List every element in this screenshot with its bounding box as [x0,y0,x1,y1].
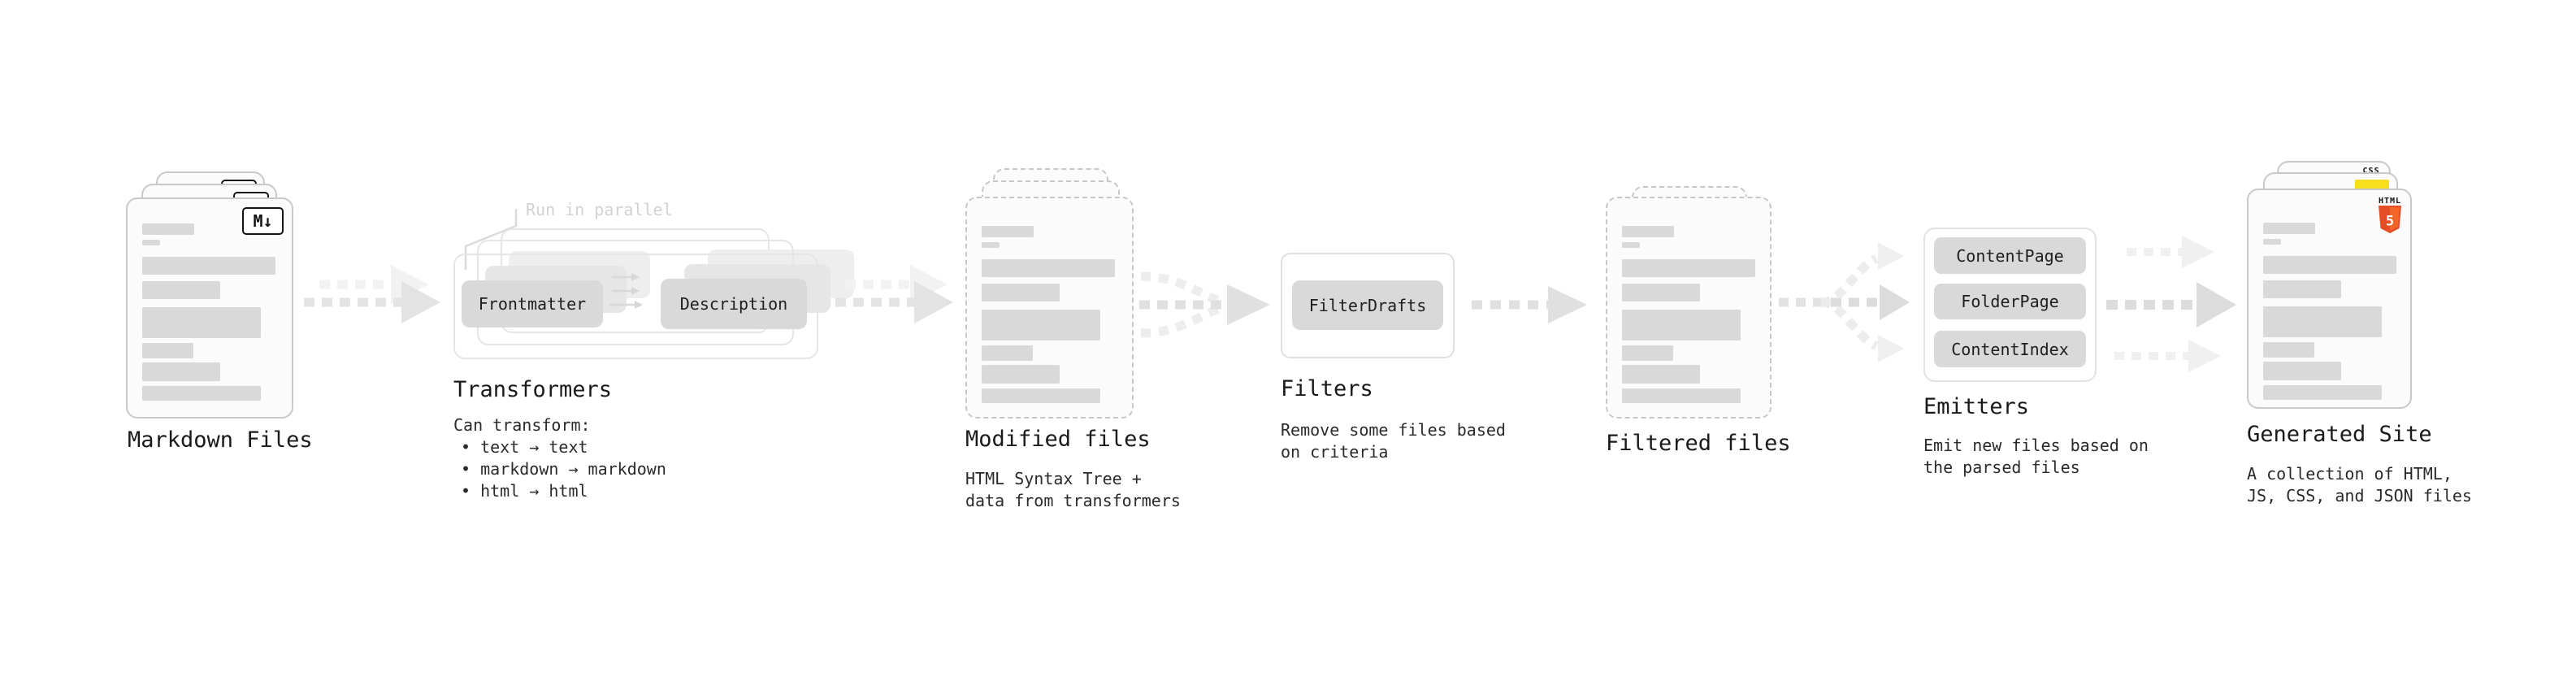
placeholder-bar [1622,284,1700,301]
placeholder-bar [142,307,261,338]
stage-generated-site: CSS HTML 5 [2245,157,2473,514]
stage-markdown-files: M↓ M↓ M↓ Markdown Files [126,157,337,482]
emitters-label: Emitters [1923,394,2030,419]
transformers-bullet: • markdown → markdown [461,459,666,479]
markdown-files-label: Markdown Files [128,427,313,453]
filters-label: Filters [1281,376,1373,401]
generated-site-caption-line: A collection of HTML, [2247,464,2452,484]
placeholder-bar [1622,259,1755,277]
contentindex-pill: ContentIndex [1934,331,2086,367]
placeholder-bar [2263,256,2396,274]
stage-filters: FilterDrafts Filters Remove some files b… [1281,253,1506,480]
generated-site-label: Generated Site [2247,422,2432,447]
filters-caption-line: Remove some files based [1281,420,1506,440]
placeholder-bar [142,223,194,235]
filterdrafts-pill: FilterDrafts [1292,280,1443,330]
placeholder-bar [142,386,261,401]
svg-text:5: 5 [2386,214,2394,230]
placeholder-bar [2263,362,2341,380]
doc-content-placeholder [2263,223,2396,400]
stage-modified-files: Modified files HTML Syntax Tree + data f… [964,157,1181,514]
transformers-bullet: • html → html [461,481,588,501]
filters-caption-line: on criteria [1281,442,1389,462]
placeholder-bar [2263,280,2341,298]
placeholder-bar [982,365,1060,384]
placeholder-bar [2263,385,2382,400]
css-icon-label: CSS [2362,167,2380,176]
html5-icon-label: HTML [2378,197,2402,206]
placeholder-bar [2263,306,2382,337]
doc-content-placeholder [1622,226,1755,403]
filtered-sheet-front [1606,197,1772,419]
transformers-caption-title: Can transform: [453,415,591,435]
stage-emitters: ContentPage FolderPage ContentIndex Emit… [1923,228,2149,488]
annotation-leader-line [464,209,518,270]
emitters-caption-line: Emit new files based on [1923,436,2149,455]
placeholder-bar [982,345,1033,361]
placeholder-bar [2263,223,2315,234]
arrow-emitters-to-generated [2106,236,2236,372]
placeholder-bar [142,281,220,299]
html5-icon: HTML 5 [2378,197,2402,233]
markdown-sheet-front: M↓ [126,197,293,419]
placeholder-bar [982,284,1060,301]
stage-transformers: Run in parallel Frontmatter Description … [451,195,854,512]
placeholder-bar [142,343,193,358]
placeholder-bar [1622,365,1700,384]
placeholder-bar [2263,342,2314,358]
contentpage-pill: ContentPage [1934,237,2086,274]
placeholder-bar [1622,226,1674,237]
doc-content-placeholder [982,226,1115,403]
placeholder-bar [142,257,275,275]
emitters-caption-line: the parsed files [1923,458,2080,477]
modified-files-caption-line: HTML Syntax Tree + [965,469,1142,488]
modified-sheet-front [965,197,1134,419]
modified-files-label: Modified files [965,427,1151,452]
modified-files-caption-line: data from transformers [965,491,1181,510]
markdown-icon: M↓ [242,207,284,235]
filtered-files-label: Filtered files [1606,431,1791,456]
placeholder-bar [142,240,160,245]
placeholder-bar [1622,310,1741,340]
transformers-bullet: • text → text [461,437,588,457]
placeholder-bar [2263,239,2281,245]
stage-filtered-files: Filtered files [1604,157,1815,482]
arrow-filtered-to-emitters-diverge [1779,242,1910,362]
transformers-label: Transformers [453,377,613,402]
placeholder-bar [982,310,1100,340]
folderpage-pill: FolderPage [1934,284,2086,319]
html5-shield: 5 [2379,206,2401,233]
arrow-transformers-to-modified [835,265,953,323]
doc-content-placeholder [142,223,275,401]
pill-connector-arrows [609,273,643,309]
placeholder-bar [1622,388,1741,403]
placeholder-bar [982,259,1115,277]
run-in-parallel-annotation: Run in parallel [526,200,673,219]
placeholder-bar [142,362,220,381]
generated-site-caption-line: JS, CSS, and JSON files [2247,486,2472,505]
arrow-markdown-to-transformers [304,265,440,323]
arrow-filters-to-filtered [1472,286,1587,323]
placeholder-bar [1622,345,1673,361]
frontmatter-pill: Frontmatter [462,280,603,327]
placeholder-bar [982,388,1100,403]
placeholder-bar [982,226,1034,237]
generated-sheet-html: HTML 5 [2247,189,2412,409]
arrow-modified-to-filters-converge [1139,271,1270,338]
placeholder-bar [982,242,1000,248]
placeholder-bar [1622,242,1640,248]
description-pill: Description [661,279,807,329]
transformer-layer-front [453,254,818,359]
